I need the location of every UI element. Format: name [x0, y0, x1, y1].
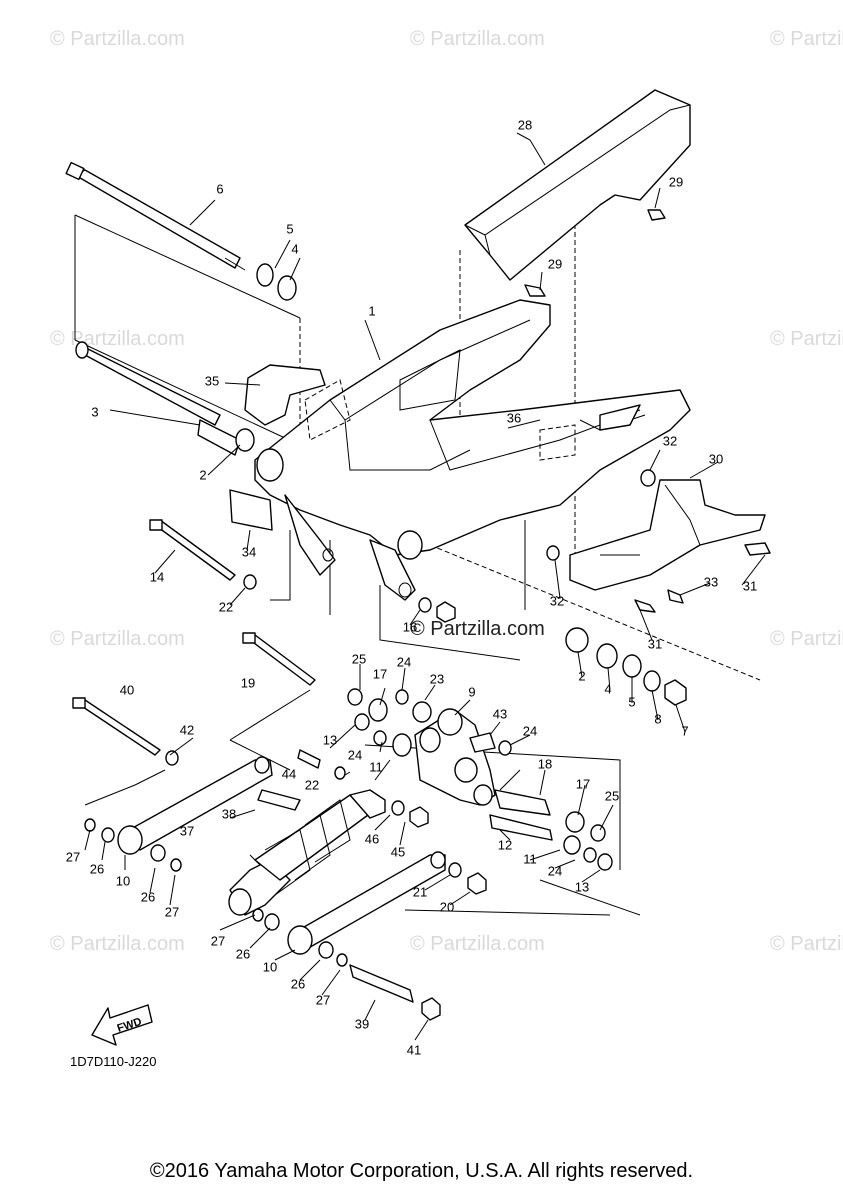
part-label: 2	[199, 467, 206, 482]
part-label: 35	[205, 373, 219, 388]
bolts	[72, 519, 316, 766]
part-label: 4	[604, 681, 611, 696]
part-label: 13	[323, 732, 337, 747]
part-label: 25	[352, 651, 366, 666]
part-label: 12	[498, 837, 512, 852]
part-label: 26	[236, 946, 250, 961]
part-label: 31	[743, 578, 757, 593]
part-label: 37	[180, 823, 194, 838]
part-label: 24	[348, 747, 362, 762]
chain-case	[464, 89, 691, 281]
part-label: 29	[548, 256, 562, 271]
watermarks: © Partzilla.com © Partzilla.com © Partzi…	[50, 28, 843, 955]
watermark: © Partzilla.com	[410, 933, 545, 955]
part-label: 30	[709, 451, 723, 466]
part-label: 2	[578, 668, 585, 683]
part-label: 27	[66, 849, 80, 864]
part-label: 14	[150, 569, 164, 584]
part-label: 5	[286, 221, 293, 236]
part-label: 39	[355, 1016, 369, 1031]
part-label: 24	[397, 654, 411, 669]
watermark: © Partzilla.com	[50, 328, 185, 350]
pivot-hardware-right	[418, 209, 771, 706]
part-label: 16	[403, 619, 417, 634]
part-label: 4	[291, 241, 298, 256]
part-label: 46	[365, 831, 379, 846]
part-label: 22	[305, 777, 319, 792]
part-label: 17	[576, 776, 590, 791]
part-label: 29	[669, 174, 683, 189]
part-label: 28	[518, 117, 532, 132]
part-label: 24	[523, 723, 537, 738]
part-label: 1	[368, 303, 375, 318]
connecting-rods	[84, 749, 487, 1021]
pivot-shafts	[65, 161, 326, 531]
part-label: 18	[538, 756, 552, 771]
part-label: 10	[116, 873, 130, 888]
forward-direction-indicator: FWD	[91, 1004, 153, 1046]
part-label: 25	[605, 788, 619, 803]
part-label: 10	[263, 959, 277, 974]
part-label: 7	[681, 723, 688, 738]
part-label: 34	[242, 544, 256, 559]
watermark-center: © Partzilla.com	[410, 618, 545, 640]
part-label: 11	[523, 851, 537, 866]
part-label: 22	[219, 599, 233, 614]
diagram-code: 1D7D110-J220	[70, 1054, 156, 1069]
part-label: 45	[391, 844, 405, 859]
part-label: 32	[550, 593, 564, 608]
part-label: 32	[663, 433, 677, 448]
copyright-notice: ©2016 Yamaha Motor Corporation, U.S.A. A…	[149, 1160, 694, 1182]
relay-arm	[347, 688, 613, 871]
part-label: 42	[180, 722, 194, 737]
watermark: © Partzilla.com	[770, 933, 843, 955]
part-label: 24	[548, 863, 562, 878]
watermark: © Partzilla.com	[770, 28, 843, 50]
part-label: 19	[241, 675, 255, 690]
shock-absorber	[228, 789, 386, 916]
part-label: 11	[369, 759, 383, 774]
part-label: 9	[468, 684, 475, 699]
part-label: 13	[575, 879, 589, 894]
part-label: 5	[628, 694, 635, 709]
part-label: 20	[440, 899, 454, 914]
part-label: 3	[91, 404, 98, 419]
part-label: 26	[141, 889, 155, 904]
part-label: 21	[413, 884, 427, 899]
watermark: © Partzilla.com	[770, 628, 843, 650]
part-labels: 1 2 2 3 4 4 5 5 6 7 8 9 10 10 11 11 12 1…	[66, 117, 757, 1057]
part-label: 38	[222, 806, 236, 821]
part-label: 33	[704, 574, 718, 589]
part-label: 6	[216, 181, 223, 196]
part-label: 23	[430, 671, 444, 686]
part-label: 40	[120, 682, 134, 697]
watermark: © Partzilla.com	[770, 328, 843, 350]
part-label: 27	[316, 992, 330, 1007]
part-label: 43	[493, 706, 507, 721]
part-label: 36	[507, 410, 521, 425]
part-label: 17	[373, 666, 387, 681]
part-label: 26	[291, 976, 305, 991]
watermark: © Partzilla.com	[50, 933, 185, 955]
part-label: 8	[654, 711, 661, 726]
watermark: © Partzilla.com	[410, 28, 545, 50]
part-label: 27	[211, 933, 225, 948]
part-label: 26	[90, 861, 104, 876]
swing-arm	[254, 299, 691, 601]
leader-lines	[84, 132, 766, 1041]
chain-guard	[569, 479, 766, 591]
watermark: © Partzilla.com	[50, 628, 185, 650]
part-label: 27	[165, 904, 179, 919]
part-label: 44	[282, 766, 296, 781]
watermark: © Partzilla.com	[50, 28, 185, 50]
part-label: 41	[407, 1042, 421, 1057]
part-label: 31	[648, 636, 662, 651]
fwd-arrow-icon	[91, 1004, 153, 1046]
